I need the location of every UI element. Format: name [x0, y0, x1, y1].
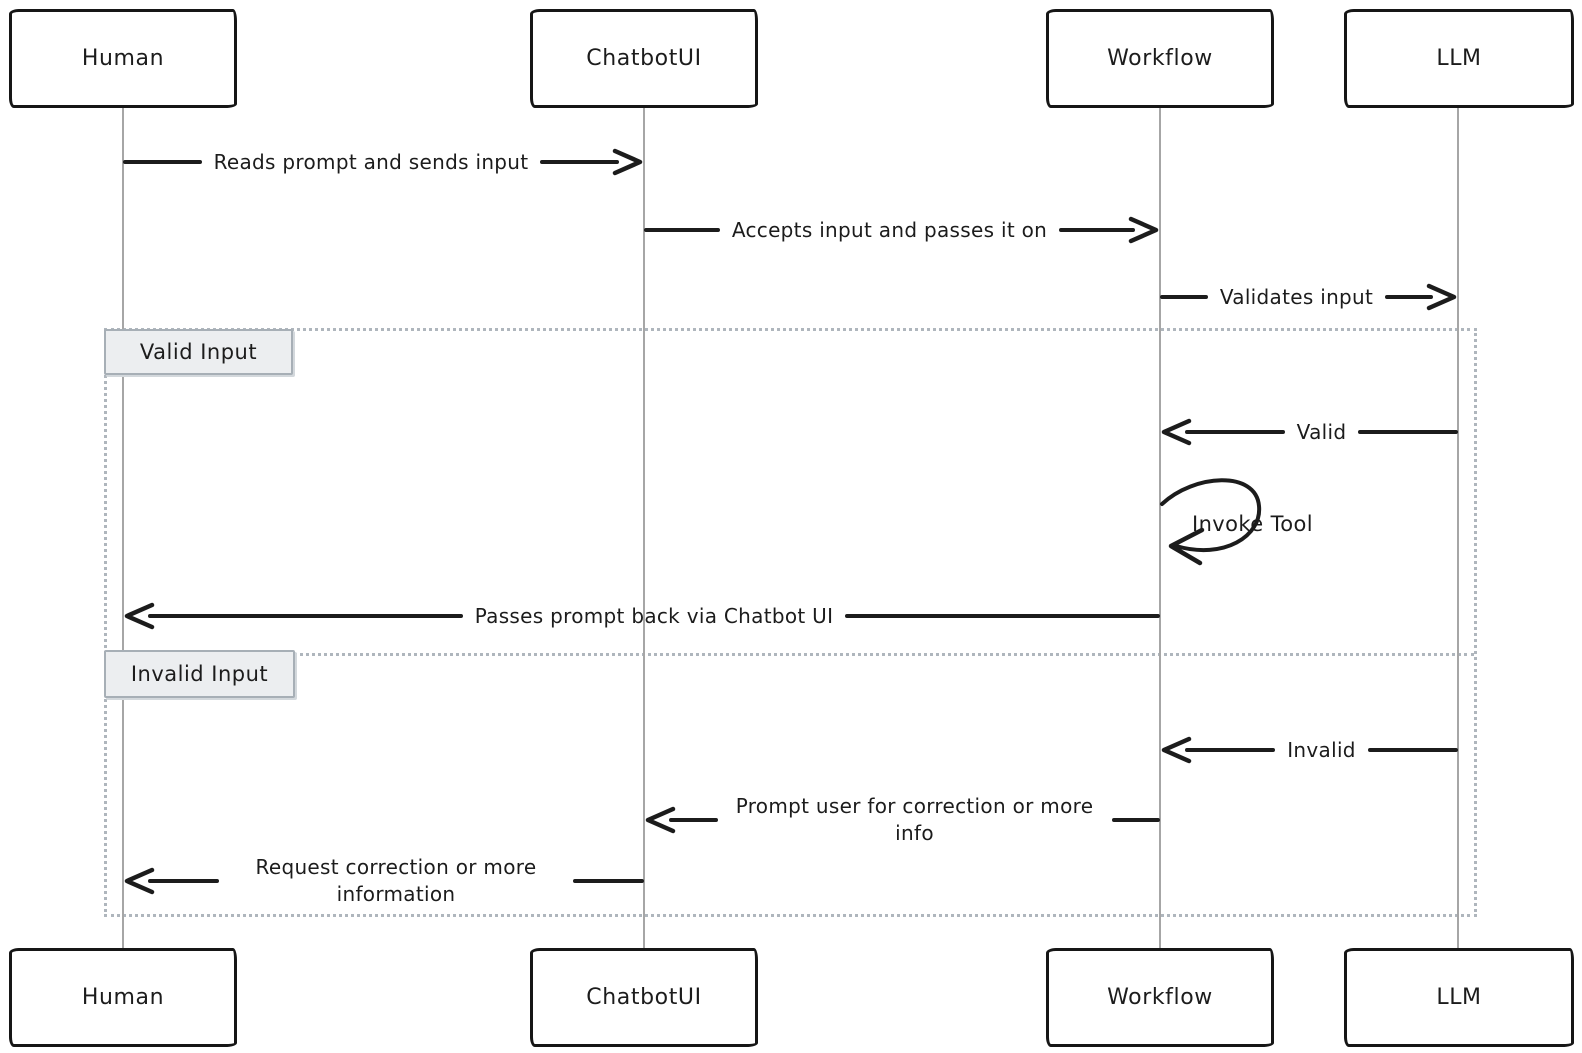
actor-box-human-bottom: Human — [9, 948, 237, 1047]
arrowhead-right-icon — [1426, 283, 1457, 311]
arrowhead-right-icon — [1128, 216, 1159, 244]
message-label: Passes prompt back via Chatbot UI — [474, 603, 834, 628]
message-validates-input: Validates input — [1160, 282, 1458, 312]
actor-box-llm-top: LLM — [1344, 9, 1574, 108]
actor-box-human-top: Human — [9, 9, 237, 108]
arrowhead-left-icon — [124, 602, 155, 630]
message-valid: Valid — [1160, 417, 1459, 447]
message-invalid: Invalid — [1160, 735, 1459, 765]
arrowhead-left-icon — [124, 867, 155, 895]
actor-box-workflow-bottom: Workflow — [1046, 948, 1274, 1047]
message-line — [669, 818, 718, 822]
message-accepts-input: Accepts input and passes it on — [644, 215, 1160, 245]
actor-box-chatbotui-bottom: ChatbotUI — [530, 948, 758, 1047]
message-line — [1367, 748, 1459, 752]
message-label: Reads prompt and sends input — [213, 149, 529, 174]
actor-label: LLM — [1436, 985, 1482, 1010]
message-line — [540, 160, 620, 164]
actor-label: Workflow — [1107, 985, 1213, 1010]
self-loop-invoke-tool — [1160, 478, 1262, 566]
lifeline-llm — [1457, 108, 1459, 948]
arrowhead-left-icon — [1161, 418, 1192, 446]
message-line — [1385, 295, 1434, 299]
message-line — [1185, 748, 1276, 752]
message-line — [644, 228, 720, 232]
actor-box-chatbotui-top: ChatbotUI — [530, 9, 758, 108]
actor-label: LLM — [1436, 46, 1482, 71]
arrowhead-right-icon — [612, 148, 643, 176]
message-label: Validates input — [1219, 284, 1374, 309]
actor-box-workflow-top: Workflow — [1046, 9, 1274, 108]
message-request-correction: Request correction or more information — [123, 854, 644, 908]
lifeline-workflow — [1159, 108, 1161, 948]
message-label: Accepts input and passes it on — [731, 217, 1048, 242]
alt-section-label-invalid-input: Invalid Input — [104, 650, 295, 698]
alt-section-label-valid-input: Valid Input — [104, 329, 293, 375]
actor-label: ChatbotUI — [586, 46, 702, 71]
arrowhead-left-icon — [1161, 736, 1192, 764]
actor-box-llm-bottom: LLM — [1344, 948, 1574, 1047]
message-line — [1160, 295, 1208, 299]
message-line — [845, 614, 1161, 618]
arrowhead-left-icon — [645, 806, 676, 834]
actor-label: Human — [81, 985, 165, 1010]
message-label: Request correction or more information — [255, 855, 537, 906]
message-line — [148, 879, 219, 883]
alt-frame-divider — [107, 653, 1474, 656]
actor-label: Human — [81, 46, 165, 71]
message-line — [573, 879, 644, 883]
message-label: Invalid — [1287, 737, 1356, 762]
arrowhead-left-icon — [1168, 527, 1205, 566]
actor-label: Workflow — [1107, 46, 1213, 71]
message-reads-prompt: Reads prompt and sends input — [123, 147, 644, 177]
message-line — [1059, 228, 1135, 232]
message-line — [1185, 430, 1285, 434]
message-line — [1358, 430, 1459, 434]
message-line — [148, 614, 463, 618]
message-prompt-user-correction: Prompt user for correction or more info — [644, 793, 1160, 847]
lifeline-human — [122, 108, 124, 948]
message-label: Valid — [1296, 419, 1347, 444]
actor-label: ChatbotUI — [586, 985, 702, 1010]
lifeline-chatbotui — [643, 108, 645, 948]
message-passes-prompt-back: Passes prompt back via Chatbot UI — [123, 601, 1161, 631]
alt-section-label-text: Invalid Input — [130, 662, 269, 686]
alt-frame — [104, 328, 1477, 917]
alt-section-label-text: Valid Input — [139, 340, 258, 364]
self-loop-label: Invoke Tool — [1192, 512, 1313, 536]
message-line — [1111, 818, 1160, 822]
message-line — [123, 160, 202, 164]
message-label: Prompt user for correction or more info — [735, 794, 1094, 845]
